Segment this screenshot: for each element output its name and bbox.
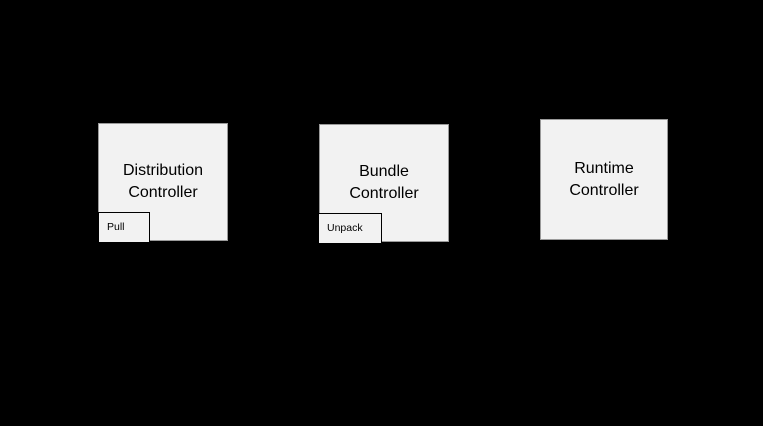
node-label-runtime-controller: Runtime Controller [569, 159, 639, 199]
subnode-unpack[interactable]: Unpack [318, 213, 382, 244]
subnode-label-unpack: Unpack [327, 222, 363, 234]
subnode-label-pull: Pull [107, 221, 125, 233]
subnode-pull[interactable]: Pull [98, 212, 150, 243]
node-label-distribution-controller: Distribution Controller [122, 162, 204, 201]
node-runtime-controller[interactable]: Runtime Controller [540, 119, 668, 240]
node-label-bundle-controller: Bundle Controller [349, 163, 419, 202]
